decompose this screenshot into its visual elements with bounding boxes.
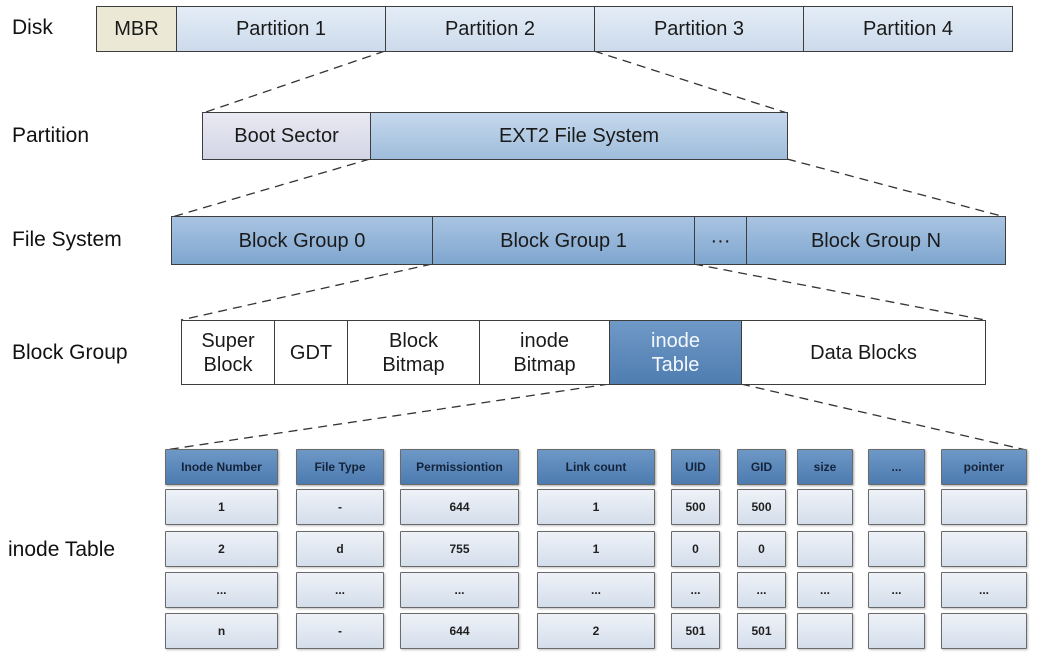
zoom-line (164, 383, 610, 451)
bg-inode-table-line1: inode (651, 329, 700, 352)
zoom-line (593, 50, 788, 114)
inode-table-cell: ... (868, 572, 925, 608)
bg-block-bitmap-line1: Block (389, 329, 438, 352)
inode-table-cell: 644 (400, 489, 519, 525)
row-label-inode-table: inode Table (8, 538, 116, 561)
row-label-disk: Disk (12, 16, 53, 39)
inode-table-cell: d (296, 531, 384, 567)
inode-table-cell: 501 (671, 613, 720, 649)
bg-super-block: Super Block (181, 320, 275, 385)
inode-table-header: Link count (537, 449, 655, 485)
inode-table-cell: 1 (537, 531, 655, 567)
row-label-partition: Partition (12, 124, 90, 147)
inode-table-cell: 0 (737, 531, 786, 567)
inode-table-cell: 2 (165, 531, 278, 567)
partition-boot-sector: Boot Sector (202, 112, 371, 160)
inode-table-cell: n (165, 613, 278, 649)
row-label-block-group: Block Group (12, 341, 128, 364)
disk-partition-3: Partition 3 (594, 6, 804, 52)
inode-table-cell: 0 (671, 531, 720, 567)
inode-table-cell: 755 (400, 531, 519, 567)
inode-table-cell (941, 489, 1027, 525)
bg-block-bitmap: Block Bitmap (347, 320, 480, 385)
inode-table-cell (797, 489, 853, 525)
row-label-file-system: File System (12, 228, 122, 251)
inode-table-cell (868, 613, 925, 649)
inode-table-cell: ... (797, 572, 853, 608)
inode-table-cell (797, 531, 853, 567)
zoom-line (180, 263, 433, 321)
inode-table-cell (868, 489, 925, 525)
inode-table-cell: ... (737, 572, 786, 608)
inode-table-header: Permissiontion (400, 449, 519, 485)
inode-table-cell: 501 (737, 613, 786, 649)
disk-mbr: MBR (96, 6, 177, 52)
inode-table-cell: 1 (537, 489, 655, 525)
inode-table-cell: ... (400, 572, 519, 608)
zoom-line (693, 263, 986, 321)
inode-table-cell (797, 613, 853, 649)
inode-table-header: pointer (941, 449, 1027, 485)
inode-table-cell: ... (941, 572, 1027, 608)
inode-table-cell: ... (671, 572, 720, 608)
inode-table-cell (941, 531, 1027, 567)
inode-table-cell: ... (296, 572, 384, 608)
zoom-line (740, 383, 1027, 451)
inode-table-cell (868, 531, 925, 567)
inode-table-header: GID (737, 449, 786, 485)
fs-block-group-1: Block Group 1 (432, 216, 695, 265)
bg-inode-bitmap-line2: Bitmap (513, 353, 576, 376)
inode-table-cell: - (296, 489, 384, 525)
bg-data-blocks: Data Blocks (741, 320, 986, 385)
disk-partition-2: Partition 2 (385, 6, 595, 52)
inode-table-header: UID (671, 449, 720, 485)
bg-inode-table: inode Table (609, 320, 742, 385)
fs-block-group-0: Block Group 0 (171, 216, 433, 265)
bg-inode-table-line2: Table (651, 353, 700, 376)
fs-ellipsis: ··· (694, 216, 747, 265)
inode-table-cell: 644 (400, 613, 519, 649)
bg-super-block-line2: Block (203, 353, 253, 376)
inode-table-cell: 500 (671, 489, 720, 525)
bg-super-block-line1: Super (201, 329, 255, 352)
inode-table-header: File Type (296, 449, 384, 485)
zoom-line (786, 158, 1006, 218)
fs-block-group-n: Block Group N (746, 216, 1006, 265)
bg-block-bitmap-line2: Bitmap (382, 353, 445, 376)
inode-table-header: ... (868, 449, 925, 485)
inode-table-header: Inode Number (165, 449, 278, 485)
inode-table-cell: 500 (737, 489, 786, 525)
inode-table-cell: 2 (537, 613, 655, 649)
partition-ext2-file-system: EXT2 File System (370, 112, 788, 160)
inode-table-cell: - (296, 613, 384, 649)
bg-inode-bitmap-line1: inode (520, 329, 569, 352)
bg-inode-bitmap: inode Bitmap (479, 320, 610, 385)
zoom-line (202, 50, 386, 114)
disk-partition-1: Partition 1 (176, 6, 386, 52)
inode-table-cell: 1 (165, 489, 278, 525)
zoom-line (171, 158, 371, 218)
disk-partition-4: Partition 4 (803, 6, 1013, 52)
bg-gdt: GDT (274, 320, 348, 385)
inode-table-cell: ... (165, 572, 278, 608)
inode-table-cell (941, 613, 1027, 649)
inode-table-header: size (797, 449, 853, 485)
inode-table-cell: ... (537, 572, 655, 608)
